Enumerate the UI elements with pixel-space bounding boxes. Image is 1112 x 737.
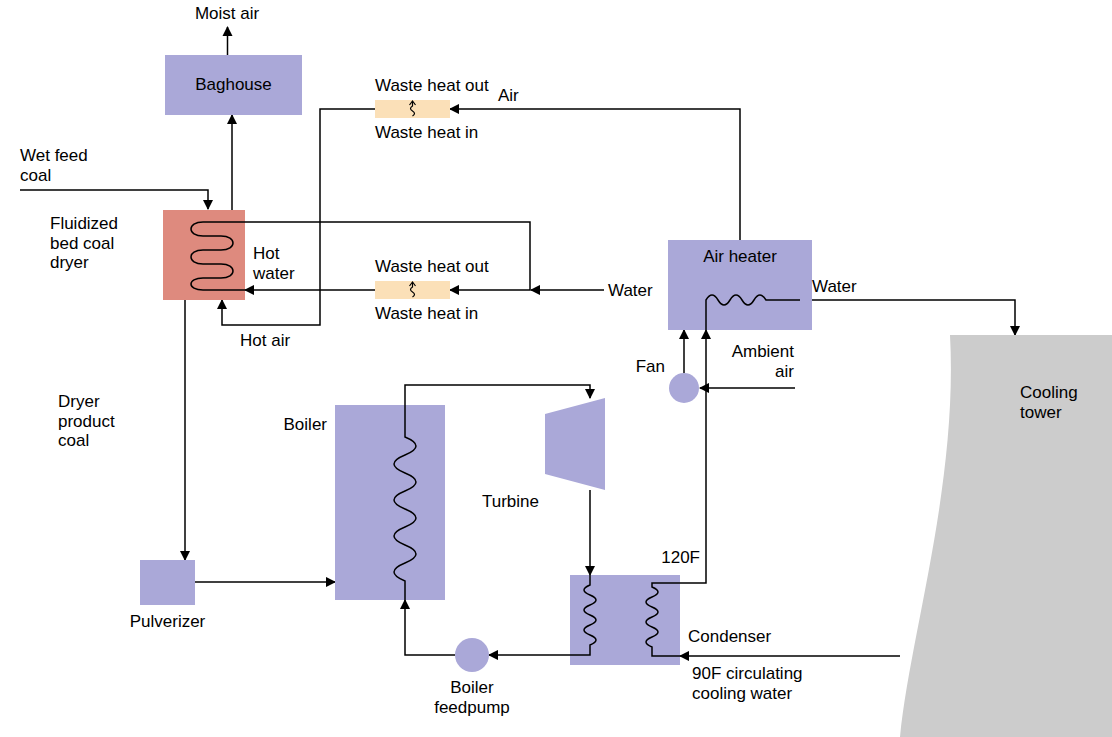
pump-symbol-shape [455,638,489,672]
cooling-tower-part [900,335,1112,737]
flow-label: Air [498,86,519,106]
turbine-symbol-part [545,398,605,490]
feed-arrow [20,190,208,209]
heat-exchanger-shape [375,281,450,299]
exhaust-arrow [227,27,229,55]
node-label: Waste heat out [375,76,489,96]
condenser-box-part [646,583,680,656]
heat-exchanger-shape [375,100,450,118]
flow-connector [489,654,570,656]
heat-exchanger-part [411,102,415,116]
node-sublabel: Waste heat in [375,304,478,324]
flow-connector [245,289,375,291]
flow-connector [184,300,186,560]
flow-label: Water [812,277,857,297]
node-label: Boiler feedpump [422,678,522,717]
node-label: Air heater [668,247,812,267]
node-label: Condenser [688,627,771,647]
turbine-symbol: Turbine [545,398,605,490]
flow-label: Hot air [240,331,290,351]
baghouse-box: Baghouse [165,55,302,115]
node-label: Turbine [461,492,539,512]
pump-symbol-part [455,638,489,672]
heat-exchanger-part [411,283,415,297]
stream-label: Ambient air [722,342,794,381]
cooling-tower: Cooling tower [900,335,1112,737]
condenser-box: Condenser [570,575,680,665]
air-heater: Air heater [668,240,812,330]
coal-dryer: Fluidized bed coal dryer [163,210,245,300]
boiler-box-part [394,405,416,600]
heat-exchanger: Waste heat outWaste heat in [375,281,450,299]
connector-group [185,109,1015,656]
flow-connector [812,300,1015,335]
flow-connector [680,655,900,657]
cooling-tower-shape [900,335,1112,737]
condenser-box-part [570,575,596,655]
node-label: Baghouse [165,75,302,95]
pump-symbol: Boiler feedpump [455,638,489,672]
flow-connector [231,115,233,210]
flow-connector [683,330,685,373]
flow-connector [680,330,706,583]
heat-exchanger-part [410,282,416,286]
condenser-box-shape [570,575,680,665]
node-label: Fan [623,357,665,377]
pulverizer-box: Pulverizer [140,560,195,605]
flow-connector [450,109,740,240]
ambient-air-arrow [700,387,795,389]
fan-symbol-part [669,373,699,403]
flow-label: 120F [654,548,700,568]
boiler-box-shape [335,405,445,600]
fan-symbol: Fan [669,373,699,403]
node-label: Boiler [247,415,327,435]
stream-label: Wet feed coal [20,146,100,185]
heat-exchanger: Waste heat outWaste heat in [375,100,450,118]
flow-label: 90F circulating cooling water [692,664,842,703]
air-heater-part [706,295,800,330]
flow-connector [589,490,591,575]
fan-symbol-shape [669,373,699,403]
flow-connector [245,222,530,290]
node-label: Cooling tower [1020,383,1100,422]
stream-label: Moist air [187,4,267,24]
node-sublabel: Waste heat in [375,123,478,143]
stream-label: Water [608,281,653,301]
flow-connector [405,385,590,405]
node-label: Pulverizer [122,612,213,632]
boiler-box: Boiler [335,405,445,600]
node-label: Waste heat out [375,257,489,277]
coal-dryer-part [191,222,245,290]
water-inlet-arrow [531,289,604,291]
flow-label: Hot water [253,244,303,283]
node-label: Fluidized bed coal dryer [50,214,145,273]
turbine-symbol-shape [545,398,605,490]
heat-exchanger-part [410,101,416,105]
flow-label: Dryer product coal [58,392,138,451]
coal-dryer-shape [163,210,245,300]
flow-connector [195,581,335,583]
flow-connector [405,600,455,655]
